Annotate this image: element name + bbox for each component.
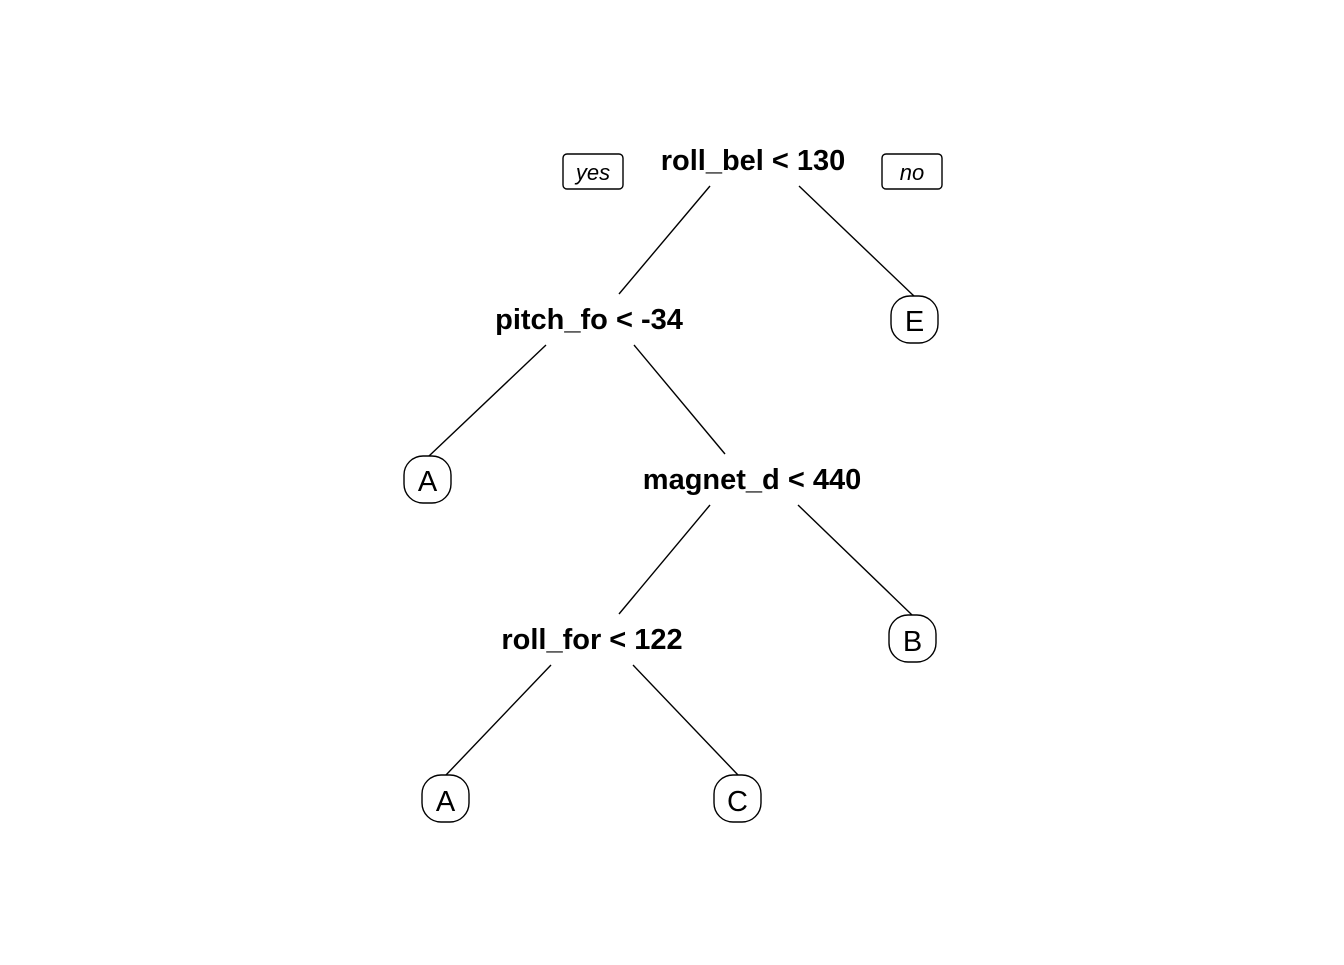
no-tag: no [881, 153, 943, 190]
edge-root-to-leaf-e [798, 185, 915, 297]
split-node-magnet: magnet_d < 440 [643, 464, 861, 496]
edge-pitch-to-leaf-a [428, 344, 547, 457]
edge-pitch-to-magnet [633, 344, 726, 455]
yes-tag: yes [562, 153, 624, 190]
edge-rollfor-to-leaf-c [632, 664, 739, 776]
edge-root-to-pitch [618, 185, 711, 295]
split-node-root: roll_bel < 130 [661, 145, 846, 177]
edge-magnet-to-rollfor [618, 504, 711, 615]
split-node-roll-for: roll_for < 122 [501, 624, 682, 656]
leaf-node-c: C [713, 774, 762, 823]
leaf-node-b-label: B [903, 626, 922, 658]
leaf-node-a-left-label: A [418, 466, 438, 498]
no-tag-label: no [900, 160, 924, 185]
leaf-node-b: B [888, 614, 937, 663]
tree-edges [428, 185, 915, 776]
split-node-pitch: pitch_fo < -34 [495, 304, 683, 336]
leaf-node-a-left: A [403, 455, 452, 504]
edge-rollfor-to-leaf-a [445, 664, 552, 776]
leaf-node-a-bottom-label: A [436, 786, 456, 818]
leaf-node-c-label: C [727, 786, 748, 818]
leaf-node-e-label: E [905, 306, 924, 338]
leaf-node-a-bottom: A [421, 774, 470, 823]
yes-tag-label: yes [574, 160, 610, 185]
edge-magnet-to-leaf-b [797, 504, 913, 616]
leaf-node-e: E [890, 295, 939, 344]
